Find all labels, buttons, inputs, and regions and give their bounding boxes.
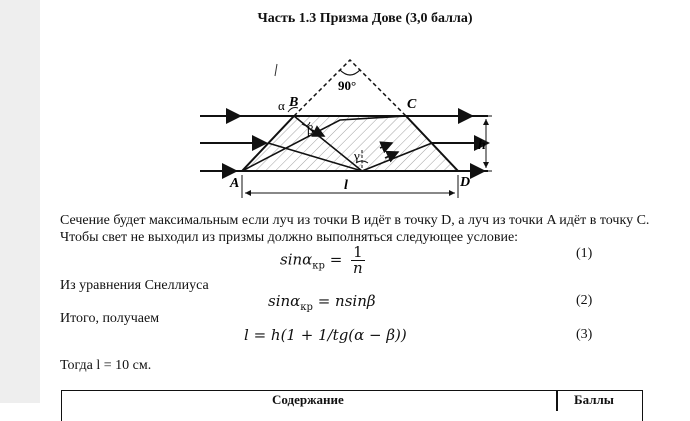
equation-3: l = h(1 + 1/tg(α − β)) <box>244 326 407 344</box>
equation-3-number: (3) <box>576 327 593 342</box>
snell-label: Из уравнения Снеллиуса <box>60 278 209 293</box>
equation-1-number: (1) <box>576 246 593 261</box>
table-header-points: Баллы <box>574 392 614 407</box>
angle-label-beta: β <box>307 122 314 137</box>
apex-angle-label: 90° <box>338 78 356 93</box>
height-label: h <box>478 138 486 153</box>
vertex-label-d: D <box>459 175 470 190</box>
dove-prism-figure: 90° A B C D α β γ h l <box>200 58 492 198</box>
equation-2: sinαкр = nsinβ <box>268 292 376 313</box>
table-column-divider <box>556 391 558 411</box>
angle-label-gamma: γ <box>353 148 360 163</box>
result-label: Итого, получаем <box>60 311 160 326</box>
apex-angle-arc <box>339 69 361 76</box>
scoring-table: Содержание Баллы <box>61 390 643 421</box>
document-page: Часть 1.3 Призма Дове (3,0 балла) <box>40 0 690 421</box>
table-header-content: Содержание <box>272 392 344 407</box>
ray-A-to-C <box>241 115 407 172</box>
answer-text: Тогда l = 10 см. <box>60 358 152 373</box>
length-label: l <box>344 178 348 193</box>
vertex-label-c: C <box>407 97 417 112</box>
ray-mid-down <box>267 142 363 172</box>
paragraph-line-2: Чтобы свет не выходил из призмы должно в… <box>60 230 519 245</box>
angle-label-alpha: α <box>278 98 285 113</box>
vertex-label-b: B <box>288 95 298 110</box>
left-margin-strip <box>0 0 40 403</box>
section-title: Часть 1.3 Призма Дове (3,0 балла) <box>257 11 473 26</box>
vertex-label-a: A <box>229 176 239 191</box>
equation-2-number: (2) <box>576 293 593 308</box>
prism-apex-extension <box>293 58 407 117</box>
prism-body <box>239 115 461 172</box>
paragraph-line-1: Сечение будет максимальным если луч из т… <box>60 213 650 228</box>
stray-mark <box>274 63 278 77</box>
